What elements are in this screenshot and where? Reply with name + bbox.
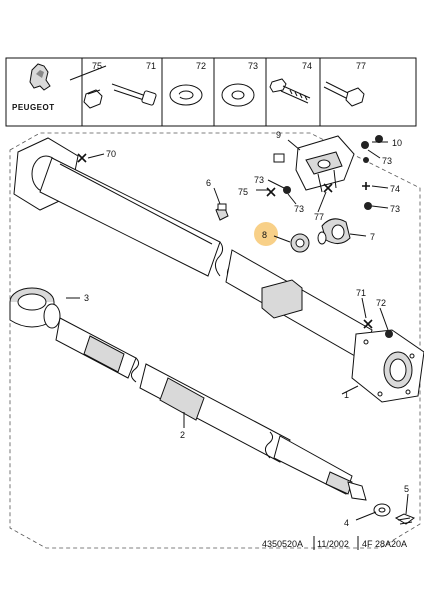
part-9-bracket: [295, 135, 355, 193]
part-3-bearing: [9, 287, 61, 329]
callout-73-c: 73: [294, 204, 304, 214]
callout-70: 70: [106, 149, 116, 159]
callout-77: 77: [314, 212, 324, 222]
part-71-screw-icon: 71: [111, 61, 157, 106]
part-75-hex-bolt-icon: 75: [69, 61, 107, 109]
callout-71: 71: [356, 288, 366, 298]
footer-date: 11/2002: [317, 539, 349, 549]
callout-10: 10: [392, 138, 402, 148]
callout-72: 72: [376, 298, 386, 308]
callout-73-d: 73: [390, 204, 400, 214]
header-label-71: 71: [146, 61, 156, 71]
callout-2: 2: [180, 430, 185, 440]
part-7-mount-clamp: [317, 218, 351, 245]
callout-75: 75: [238, 187, 248, 197]
callout-7: 7: [370, 232, 375, 242]
part-72-washer-dot: [385, 330, 393, 338]
header-label-77: 77: [356, 61, 366, 71]
header-label-72: 72: [196, 61, 206, 71]
footer-code: 4F 28A20A: [362, 539, 407, 549]
part-5-grease-nipple: [394, 513, 416, 525]
header-label-74: 74: [302, 61, 312, 71]
callout-73-a: 73: [382, 156, 392, 166]
callout-9: 9: [276, 130, 281, 140]
part-73-washer-dot: [283, 186, 291, 194]
leader-lines: [66, 139, 409, 521]
part-74-flange-screw-icon: 74: [269, 61, 312, 104]
callout-8: 8: [262, 230, 267, 240]
cross-markers: [77, 153, 373, 329]
footer: 4350520A 11/2002 4F 28A20A: [262, 536, 407, 550]
footer-ref: 4350520A: [262, 539, 303, 549]
header-strip: PEUGEOT 75 71 72 73: [5, 57, 417, 127]
part-72-lock-washer-icon: 72: [169, 61, 206, 106]
callout-6: 6: [206, 178, 211, 188]
part-10-bolt: [273, 153, 285, 163]
part-8-bushing: [290, 233, 310, 253]
upper-tube-assembly: [13, 137, 424, 403]
lower-shaft-assembly: [9, 287, 416, 525]
part-6-grease-nipple: [215, 203, 229, 221]
callout-73-b: 73: [254, 175, 264, 185]
callout-labels: 70 9 10 73 73 75 73 77 74 73 6 8 7 3 71 …: [84, 130, 409, 528]
header-label-73: 73: [248, 61, 258, 71]
brand-name: PEUGEOT: [12, 103, 55, 112]
part-73-washer-icon: 73: [221, 61, 258, 107]
callout-74: 74: [390, 184, 400, 194]
callout-5: 5: [404, 484, 409, 494]
callout-1: 1: [344, 390, 349, 400]
assembly-boundary: [9, 132, 421, 549]
part-10-nut: [361, 141, 369, 149]
highlight-marker: [254, 222, 278, 246]
callout-4: 4: [344, 518, 349, 528]
callout-3: 3: [84, 293, 89, 303]
header-label-75: 75: [92, 61, 102, 71]
part-77-hex-screw-icon: 77: [323, 61, 366, 107]
tube-bracket: [261, 279, 303, 319]
peugeot-logo: PEUGEOT: [12, 63, 55, 112]
